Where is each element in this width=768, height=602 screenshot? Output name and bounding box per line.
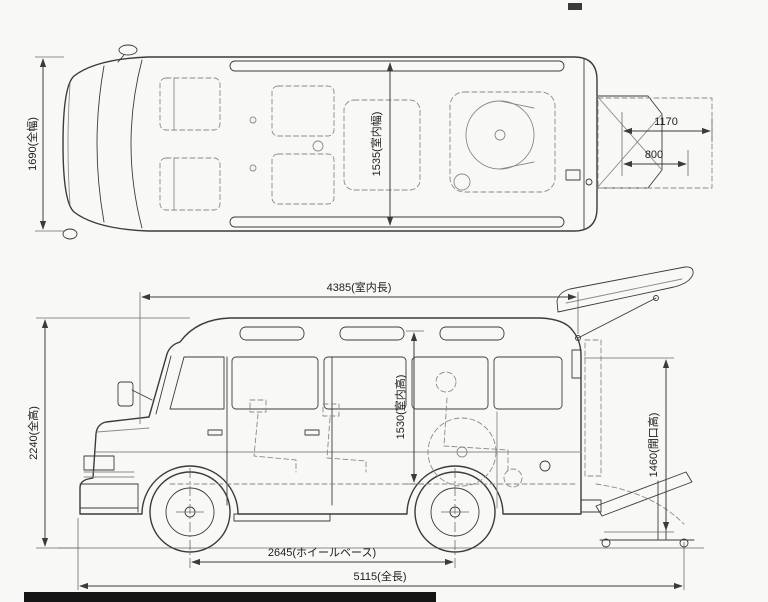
seat-front-right [159,77,221,131]
lift-width-dim-label: 800 [645,149,663,161]
mid-floor-area [343,99,421,191]
scan-mark [568,3,582,10]
interior-height-dim-label: 1530(室内高) [393,375,407,440]
lift-extended-outline [597,97,713,189]
mirror-top-icon [118,44,138,56]
lift-stowed-outline [584,339,602,477]
wheelchair-top-view-icon [449,91,556,193]
scan-edge-bar [24,592,436,602]
wheel-rear [414,468,496,568]
side-view-windows [155,326,563,509]
side-step [233,513,331,522]
rear-bumper [580,499,602,513]
top-view-body [62,44,598,240]
roof-rail-top [229,60,565,72]
top-view-rear-lift [596,95,713,189]
side-view-interior [169,339,685,525]
dim-overall-width: 1690(全幅) [25,56,64,232]
overall-length-dim-label: 5115(全長) [354,569,407,583]
dim-overall-length: 5115(全長) [77,518,685,590]
top-view: 1690(全幅) 1535(室内幅) 1170 800 [25,44,713,240]
rear-lift-platform [595,471,695,548]
dim-opening-height: 1460(開口高) [584,357,674,533]
overall-width-dim-label: 1690(全幅) [25,117,39,171]
front-door-handle [207,429,223,436]
dim-interior-width: 1535(室内幅) [369,62,394,226]
overall-height-dim-label: 2240(全高) [26,406,40,460]
lift-length-dim-label: 1170 [654,116,678,128]
rear-lamp [571,349,582,379]
headlight [83,455,115,471]
scan-artifacts [24,3,582,602]
side-view-body [79,317,602,522]
hatch-strut [577,297,657,339]
mirror-bottom-icon [62,228,78,240]
dim-wheelbase: 2645(ホイールベース) [191,546,454,566]
top-view-interior [159,77,556,211]
roof-window-3 [439,326,505,341]
rear-hatch-open [556,266,694,341]
side-mirror-icon [117,381,153,407]
seat-profile-1 [253,413,297,473]
rear-handle [565,169,581,181]
wheelchair-side-view-icon [427,371,523,488]
side-window-3 [323,356,407,410]
wheelbase-dim-label: 2645(ホイールベース) [268,546,376,559]
roof-window-2 [339,326,405,341]
roof-window-1 [239,326,305,341]
dim-interior-height: 1530(室内高) [393,330,424,485]
dim-lift-800: 800 [623,149,689,176]
sliding-door-handle [304,429,320,436]
windshield-line [155,355,172,415]
dim-lift-1170: 1170 [621,112,713,176]
front-door-window [169,356,225,410]
side-window-4 [411,356,489,410]
interior-length-dim-label: 4385(室内長) [327,280,392,294]
dim-overall-height: 2240(全高) [26,317,190,549]
seat-profile-2 [326,417,367,473]
side-window-5 [493,356,563,410]
opening-height-dim-label: 1460(開口高) [646,413,660,478]
dim-interior-length: 4385(室内長) [139,280,579,424]
sliding-door-window [231,356,319,410]
roof-rail-bottom [229,216,565,228]
seat-mid-right [271,85,335,137]
seat-front-left [159,157,221,211]
wheel-front [149,468,231,568]
interior-width-dim-label: 1535(室内幅) [369,112,383,177]
side-view: 4385(室内長) 2240(全高) 1530(室内高) 1460(開口高) 2… [26,266,704,590]
seat-mid-left [271,153,335,205]
fuel-cap [539,460,551,472]
